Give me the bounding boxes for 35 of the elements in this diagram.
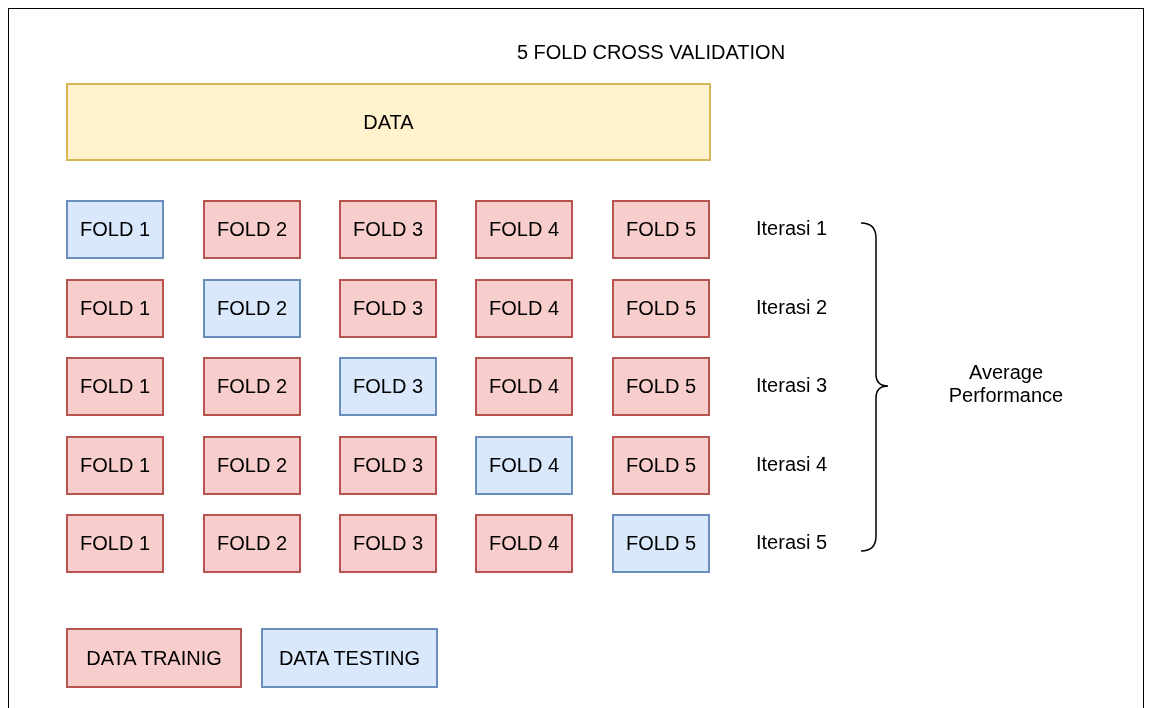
result-label: Average Performance xyxy=(947,361,1065,407)
fold-box: FOLD 1 xyxy=(66,514,164,573)
fold-box: FOLD 2 xyxy=(203,436,301,495)
fold-box: FOLD 4 xyxy=(475,357,573,416)
fold-box: FOLD 5 xyxy=(612,200,710,259)
fold-box: FOLD 4 xyxy=(475,279,573,338)
fold-box: FOLD 4 xyxy=(475,436,573,495)
iteration-label: Iterasi 5 xyxy=(756,531,828,554)
fold-box: FOLD 5 xyxy=(612,514,710,573)
fold-box: FOLD 4 xyxy=(475,514,573,573)
iteration-label: Iterasi 3 xyxy=(756,374,828,397)
iteration-label: Iterasi 1 xyxy=(756,217,828,240)
fold-box: FOLD 1 xyxy=(66,279,164,338)
fold-box: FOLD 2 xyxy=(203,514,301,573)
fold-box: FOLD 2 xyxy=(203,357,301,416)
fold-box: FOLD 5 xyxy=(612,279,710,338)
legend-swatch: DATA TRAINIG xyxy=(66,628,242,688)
fold-box: FOLD 3 xyxy=(339,436,437,495)
data-box: DATA xyxy=(66,83,711,161)
fold-box: FOLD 4 xyxy=(475,200,573,259)
fold-box: FOLD 3 xyxy=(339,514,437,573)
fold-box: FOLD 3 xyxy=(339,357,437,416)
fold-box: FOLD 5 xyxy=(612,436,710,495)
fold-box: FOLD 1 xyxy=(66,357,164,416)
fold-box: FOLD 3 xyxy=(339,200,437,259)
iteration-label: Iterasi 4 xyxy=(756,453,828,476)
fold-box: FOLD 3 xyxy=(339,279,437,338)
fold-box: FOLD 5 xyxy=(612,357,710,416)
diagram-title: 5 FOLD CROSS VALIDATION xyxy=(516,41,786,64)
fold-box: FOLD 2 xyxy=(203,200,301,259)
fold-box: FOLD 1 xyxy=(66,436,164,495)
fold-box: FOLD 1 xyxy=(66,200,164,259)
iteration-label: Iterasi 2 xyxy=(756,296,828,319)
legend-swatch: DATA TESTING xyxy=(261,628,438,688)
fold-box: FOLD 2 xyxy=(203,279,301,338)
